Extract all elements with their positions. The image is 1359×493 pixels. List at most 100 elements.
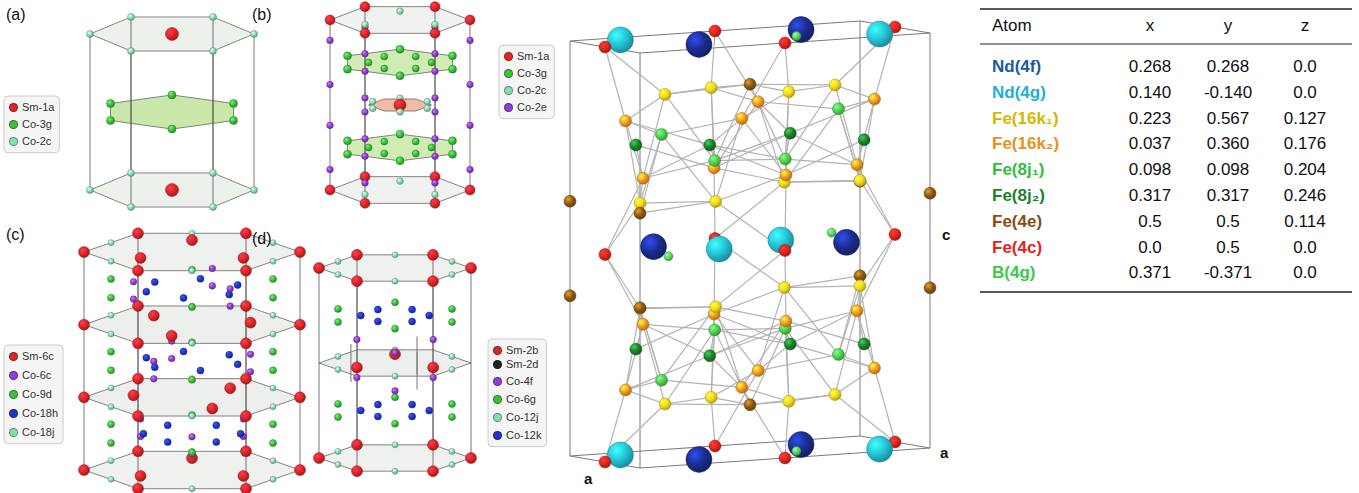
atom [430,2,440,12]
atom [833,229,859,255]
bond-line [640,307,716,309]
atom [87,187,94,194]
bond-line [742,387,785,458]
table-cell: 0.0 [1293,83,1317,103]
atom [705,82,717,94]
legend-swatch [9,390,18,399]
legend-text: Co-12j [506,411,538,424]
atom [362,109,369,116]
atom [858,338,870,350]
lattice-plane [111,95,234,129]
legend-swatch [9,428,18,437]
atom [854,280,866,292]
lattice-plane [319,255,471,281]
legend-text: Co-6g [506,393,536,406]
atom [607,27,633,53]
legend-swatch [9,409,18,418]
legend-swatch [493,360,502,369]
atom [634,303,646,315]
atom [241,300,252,311]
atom [133,265,144,276]
bond-line [874,368,895,442]
atom [108,421,115,428]
legend-text: Co-9d [22,388,52,401]
atom [448,150,456,158]
atom [392,278,398,284]
legend-entry: Sm-2d [493,358,538,371]
atom [354,336,361,343]
atom [168,355,175,362]
atom [335,258,341,264]
table-cell: 0.268 [1129,57,1172,77]
bond-line [857,311,874,368]
atom [362,180,369,187]
atom [213,422,220,429]
atom [213,439,220,446]
atom [783,86,795,98]
atom [432,191,439,198]
atom [269,294,276,301]
atom [234,361,241,368]
atom [335,448,341,454]
atom [430,374,437,381]
atom [867,436,893,462]
bond-line [715,84,750,160]
bond-line [640,201,716,213]
table-cell: 0.268 [1207,57,1250,77]
atom [314,453,325,464]
tetragonal-cell [564,17,936,473]
legend-text: Sm-1a [22,101,54,114]
atom [374,401,381,408]
table-cell: 0.246 [1284,186,1327,206]
atom [238,470,249,481]
atom [335,305,342,312]
legend-box [499,45,554,119]
bond-line [715,371,758,446]
hexagonal-cell [79,228,306,493]
atom [362,95,369,102]
legend-text: Co-4f [506,375,533,388]
legend-swatch [9,120,18,129]
atom [335,272,341,278]
atom [365,144,372,151]
atom [210,169,217,176]
legend-entry: Sm-6c [9,350,54,363]
atom [133,338,144,349]
atom [448,65,456,73]
bond-line [643,324,665,404]
panel-label: (d) [252,230,272,248]
atom [270,385,276,391]
atom [128,13,135,20]
legend-entry: Co-12j [493,411,538,424]
atom [432,153,439,160]
atom [335,367,341,373]
axis-label: c [942,226,950,243]
atom [752,96,764,108]
atom [430,336,437,343]
atom [412,138,419,145]
atom [432,95,439,102]
legend-entry: Co-6c [9,369,51,382]
atom [409,401,416,408]
atom [166,330,177,341]
atom [241,446,252,457]
bond-line [626,121,643,178]
legend-text: Co-18h [22,407,58,420]
atom [295,465,306,476]
atom [432,50,439,57]
atom [432,68,439,75]
atom [189,304,196,311]
atom [148,310,159,321]
atom [779,153,791,165]
atom [209,265,216,272]
bond-line [835,85,857,165]
atom [352,439,363,450]
cell-edge [470,20,471,190]
bond-line [643,145,710,178]
atom [428,249,439,260]
atom [357,312,364,319]
atom [207,403,218,414]
cell-edge [90,34,91,190]
atom [128,48,135,55]
atom [270,458,276,464]
